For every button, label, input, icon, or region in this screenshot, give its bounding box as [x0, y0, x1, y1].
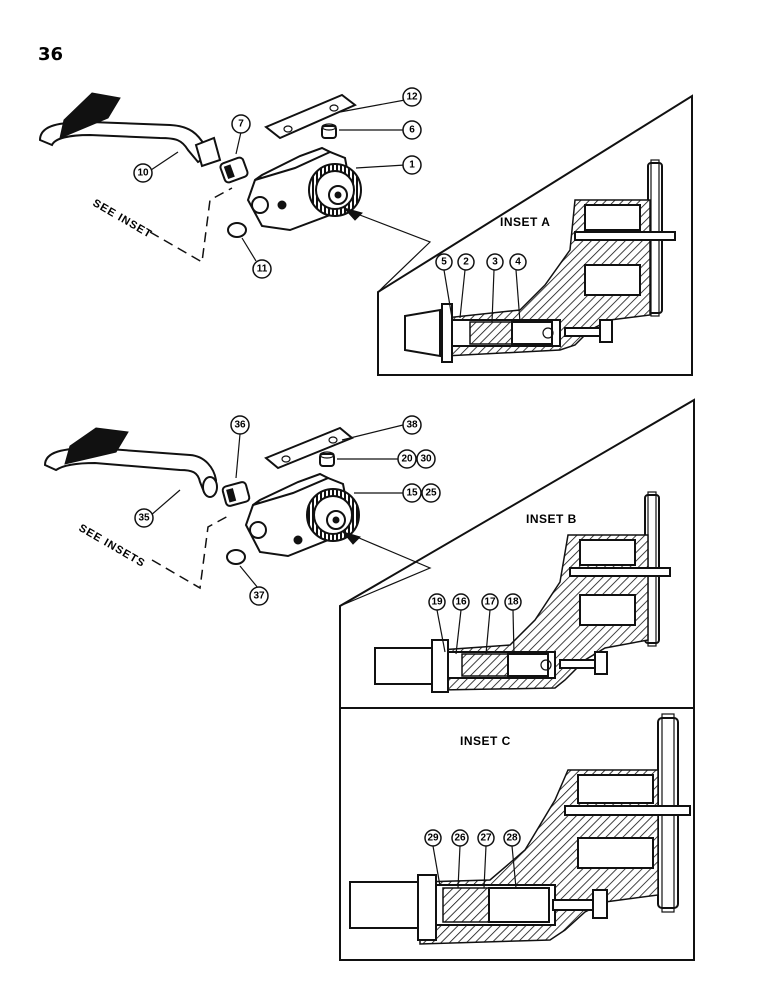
- svg-text:28: 28: [506, 833, 518, 844]
- callout-19: 19: [428, 593, 446, 611]
- top-exploded-view: SEE INSET: [38, 92, 406, 264]
- gasket-plate-38: [264, 426, 354, 470]
- inset-b-title: INSET B: [526, 512, 577, 526]
- bushing-6: [321, 123, 337, 139]
- callout-37: 37: [249, 586, 269, 606]
- inset-c-title: INSET C: [460, 734, 511, 748]
- bottom-exploded-view: SEE INSETS: [43, 424, 404, 590]
- callout-4: 4: [509, 253, 527, 271]
- callout-38: 38: [402, 415, 422, 435]
- svg-text:25: 25: [425, 488, 437, 499]
- inset-a-title: INSET A: [500, 215, 550, 229]
- callout-28: 28: [503, 829, 521, 847]
- inset-a: INSET A: [342, 94, 693, 376]
- callout-18: 18: [504, 593, 522, 611]
- callout-11: 11: [252, 259, 272, 279]
- callout-15: 15: [402, 483, 422, 503]
- suction-tube-10: [38, 92, 222, 168]
- svg-text:5: 5: [441, 257, 447, 268]
- see-inset-label: SEE INSET: [91, 197, 155, 241]
- svg-text:29: 29: [427, 833, 439, 844]
- svg-text:19: 19: [431, 597, 443, 608]
- svg-text:27: 27: [480, 833, 492, 844]
- callout-30: 30: [416, 449, 436, 469]
- o-ring-11: [227, 222, 247, 238]
- svg-text:17: 17: [484, 597, 496, 608]
- callout-2: 2: [457, 253, 475, 271]
- gasket-plate-12: [264, 93, 357, 140]
- callout-29: 29: [424, 829, 442, 847]
- svg-text:16: 16: [455, 597, 467, 608]
- callout-26: 26: [451, 829, 469, 847]
- svg-text:7: 7: [238, 119, 244, 130]
- svg-text:11: 11: [257, 264, 268, 275]
- svg-text:26: 26: [454, 833, 466, 844]
- inset-a-frame: [377, 94, 693, 376]
- callout-3: 3: [486, 253, 504, 271]
- callout-20: 20: [397, 449, 417, 469]
- callout-7: 7: [231, 114, 251, 134]
- inset-c: INSET C: [349, 713, 691, 945]
- callout-6: 6: [402, 120, 422, 140]
- svg-text:3: 3: [492, 257, 498, 268]
- callout-17: 17: [481, 593, 499, 611]
- svg-text:4: 4: [515, 257, 521, 268]
- o-ring-37: [226, 549, 246, 565]
- callout-25: 25: [421, 483, 441, 503]
- svg-text:2: 2: [463, 257, 469, 268]
- callout-5: 5: [435, 253, 453, 271]
- fitting-36: [221, 481, 251, 507]
- svg-text:15: 15: [406, 488, 418, 499]
- callout-35: 35: [134, 508, 154, 528]
- bushing-20-30: [319, 451, 335, 467]
- svg-text:6: 6: [409, 125, 415, 136]
- page-number: 36: [38, 44, 63, 65]
- svg-text:1: 1: [409, 160, 415, 171]
- see-insets-label: SEE INSETS: [77, 522, 148, 570]
- svg-text:10: 10: [137, 168, 149, 179]
- callout-36: 36: [230, 415, 250, 435]
- callout-1: 1: [402, 155, 422, 175]
- svg-text:12: 12: [406, 92, 418, 103]
- svg-text:30: 30: [420, 454, 432, 465]
- inset-b: INSET B: [339, 398, 695, 961]
- oil-pump-15-25: [244, 472, 360, 558]
- svg-text:20: 20: [401, 454, 413, 465]
- svg-text:36: 36: [234, 420, 246, 431]
- svg-text:35: 35: [138, 513, 150, 524]
- inset-bc-frame: [339, 398, 695, 961]
- fitting-7: [219, 156, 249, 184]
- callout-12: 12: [402, 87, 422, 107]
- svg-text:38: 38: [406, 420, 418, 431]
- callout-27: 27: [477, 829, 495, 847]
- svg-text:37: 37: [253, 591, 265, 602]
- callout-16: 16: [452, 593, 470, 611]
- suction-tube-35: [43, 427, 218, 498]
- svg-text:18: 18: [507, 597, 519, 608]
- oil-pump-1: [246, 146, 362, 232]
- callout-10: 10: [133, 163, 153, 183]
